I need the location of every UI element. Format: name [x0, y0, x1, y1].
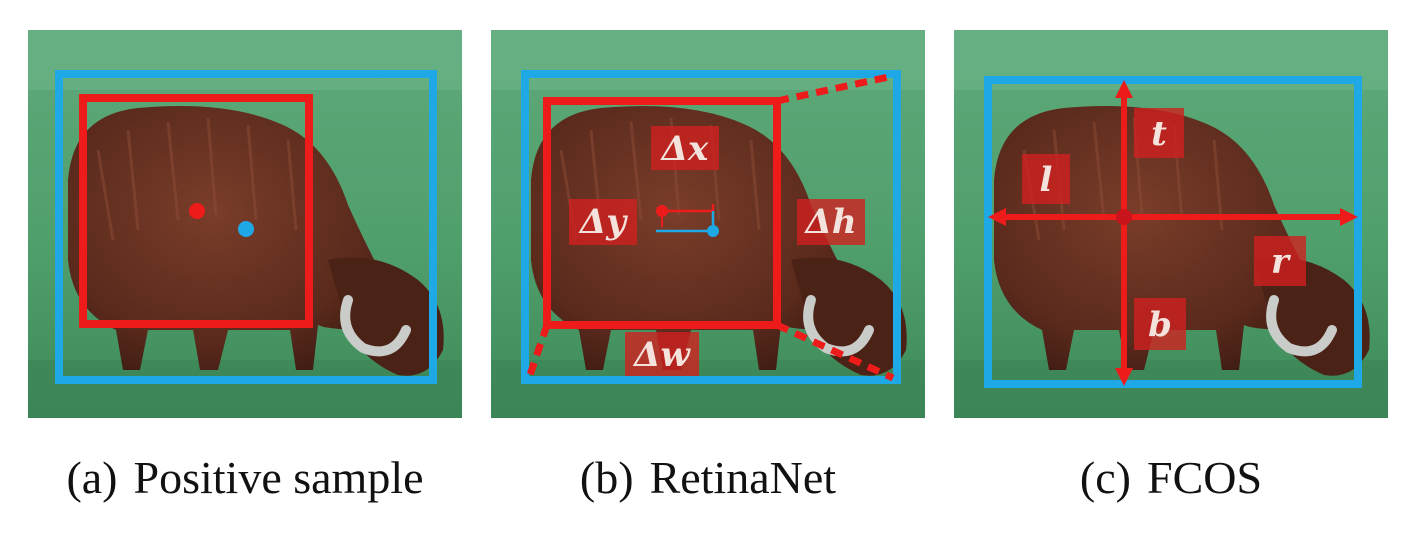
- panel-retinanet: Δx Δy Δh Δw: [491, 30, 925, 418]
- arrow-head-top: [1115, 80, 1133, 98]
- label-bg-l: [1022, 154, 1070, 204]
- caption-retinanet: (b) RetinaNet: [491, 446, 925, 510]
- label-dh: Δh: [803, 202, 856, 242]
- ground-truth-center-point: [238, 221, 254, 237]
- caption-text: RetinaNet: [649, 452, 837, 503]
- ground-truth-center-point: [707, 225, 719, 237]
- caption-tag: (a): [66, 452, 118, 503]
- arrow-head-left: [988, 208, 1006, 226]
- label-bg-dh: [797, 199, 865, 245]
- panel-positive-sample: [28, 30, 462, 418]
- label-bg-r: [1254, 236, 1306, 286]
- label-t: t: [1151, 114, 1167, 154]
- caption-fcos: (c) FCOS: [954, 446, 1388, 510]
- ground-truth-box: [521, 70, 901, 384]
- label-bg-b: [1134, 298, 1186, 350]
- caption-tag: (b): [579, 452, 634, 503]
- caption-positive-sample: (a) Positive sample: [28, 446, 462, 510]
- label-l: l: [1040, 160, 1053, 200]
- label-dy: Δy: [578, 202, 628, 242]
- label-bg-dw: [625, 332, 699, 376]
- panel-c-figure: t l r b: [954, 30, 1388, 418]
- caption-text: Positive sample: [133, 452, 424, 503]
- caption-tag: (c): [1079, 452, 1131, 503]
- ground-truth-box: [984, 76, 1362, 388]
- location-point: [1116, 209, 1132, 225]
- label-bg-t: [1134, 108, 1184, 158]
- panel-fcos: t l r b: [954, 30, 1388, 418]
- dashed-link-bottom-left: [525, 323, 551, 380]
- cow-image: [954, 30, 1388, 418]
- anchor-center-point: [656, 205, 668, 217]
- panel-a-figure: [28, 30, 462, 418]
- label-bg-dy: [569, 199, 637, 245]
- panel-b-figure: Δx Δy Δh Δw: [491, 30, 925, 418]
- arrow-head-right: [1340, 208, 1358, 226]
- ground-truth-box: [55, 70, 437, 384]
- label-b: b: [1148, 305, 1172, 345]
- label-dw: Δw: [632, 335, 691, 375]
- caption-text: FCOS: [1146, 452, 1263, 503]
- dashed-link-bottom-right: [775, 321, 895, 382]
- label-r: r: [1271, 242, 1291, 282]
- anchor-box: [543, 97, 781, 329]
- arrow-head-bottom: [1115, 368, 1133, 386]
- label-dx: Δx: [660, 129, 709, 169]
- positive-sample-box: [79, 94, 313, 328]
- label-bg-dx: [651, 126, 719, 170]
- sample-center-point: [189, 203, 205, 219]
